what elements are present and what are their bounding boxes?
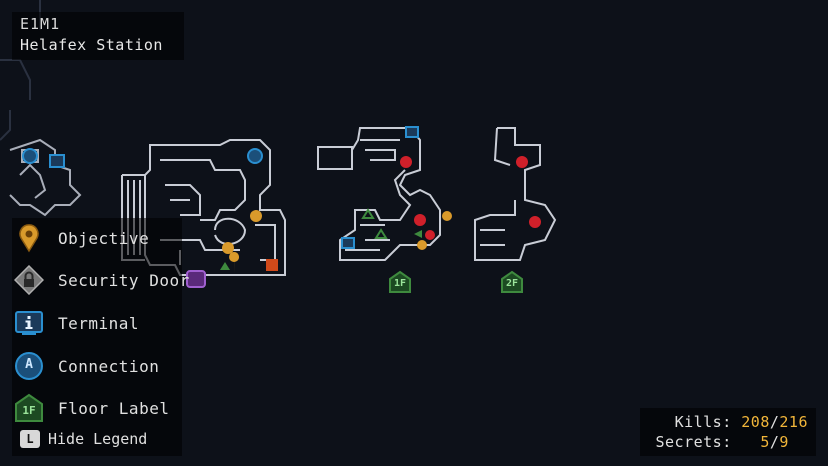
enemy-marker	[400, 156, 412, 168]
legend-item-objective: Objective	[14, 223, 149, 253]
hide-legend-button[interactable]: L Hide Legend	[20, 430, 147, 448]
legend-label: Objective	[58, 228, 150, 248]
connection-letter: A	[25, 357, 33, 372]
legend-item-connection: A Connection	[14, 351, 159, 381]
exit-marker	[186, 270, 206, 288]
kills-label: Kills:	[674, 413, 732, 431]
map-area-2f	[474, 127, 557, 261]
security-lock-icon	[13, 264, 45, 296]
floor-label-icon	[15, 393, 43, 422]
secrets-value: 5	[760, 433, 770, 451]
key-l-icon: L	[20, 430, 40, 448]
floor-label-sample: 1F	[22, 404, 36, 417]
floor-label-text: 1F	[393, 278, 407, 289]
secrets-stat: Secrets: 5/9	[656, 433, 809, 451]
security-door-marker	[266, 259, 278, 271]
kills-separator: /	[769, 413, 780, 431]
kills-stat: Kills: 208/216	[675, 413, 808, 431]
secrets-separator: /	[769, 433, 780, 451]
objective-marker	[222, 242, 234, 254]
terminal-marker	[405, 126, 419, 138]
terminal-marker	[341, 237, 355, 249]
level-name: Helafex Station	[20, 36, 163, 54]
objective-marker	[442, 211, 452, 221]
level-title-panel	[12, 12, 184, 60]
objective-marker	[250, 210, 262, 222]
map-area-1f	[317, 127, 441, 261]
floor-label-1f: 1F	[388, 270, 412, 294]
enemy-marker	[529, 216, 541, 228]
kills-total: 216	[779, 413, 808, 431]
objective-pin	[229, 252, 240, 274]
enemy-marker	[516, 156, 528, 168]
legend-label: Security Door	[58, 270, 190, 290]
terminal-marker	[49, 154, 65, 168]
floor-label-icon	[501, 270, 523, 293]
connection-marker	[247, 148, 263, 164]
legend-label: Connection	[58, 356, 160, 376]
floor-arrow	[220, 262, 230, 270]
floor-label-2f: 2F	[500, 270, 524, 294]
objective-marker	[417, 240, 427, 250]
level-id: E1M1	[20, 15, 61, 33]
stats-panel	[640, 408, 816, 456]
objective-pin-icon	[19, 224, 39, 253]
floor-arrow	[414, 230, 422, 238]
legend-label: Floor Label	[58, 398, 170, 418]
enemy-marker	[425, 230, 435, 240]
floor-label-text: 2F	[505, 278, 519, 289]
secrets-label: Secrets:	[655, 433, 732, 451]
secrets-total: 9	[779, 433, 789, 451]
enemy-marker	[414, 214, 426, 226]
map-area-west-room	[9, 138, 82, 217]
floor-arrow	[374, 228, 388, 239]
floor-label-icon	[389, 270, 411, 293]
connection-marker	[22, 148, 38, 164]
legend-item-terminal: Terminal	[14, 308, 139, 338]
legend-item-floor-label: 1F Floor Label	[14, 393, 169, 423]
kills-value: 208	[741, 413, 770, 431]
terminal-icon	[15, 311, 43, 335]
floor-arrow	[361, 208, 375, 219]
hide-legend-label: Hide Legend	[48, 430, 148, 448]
connection-icon	[15, 352, 43, 380]
legend-label: Terminal	[58, 313, 140, 333]
legend-item-security-door: Security Door	[13, 264, 190, 296]
